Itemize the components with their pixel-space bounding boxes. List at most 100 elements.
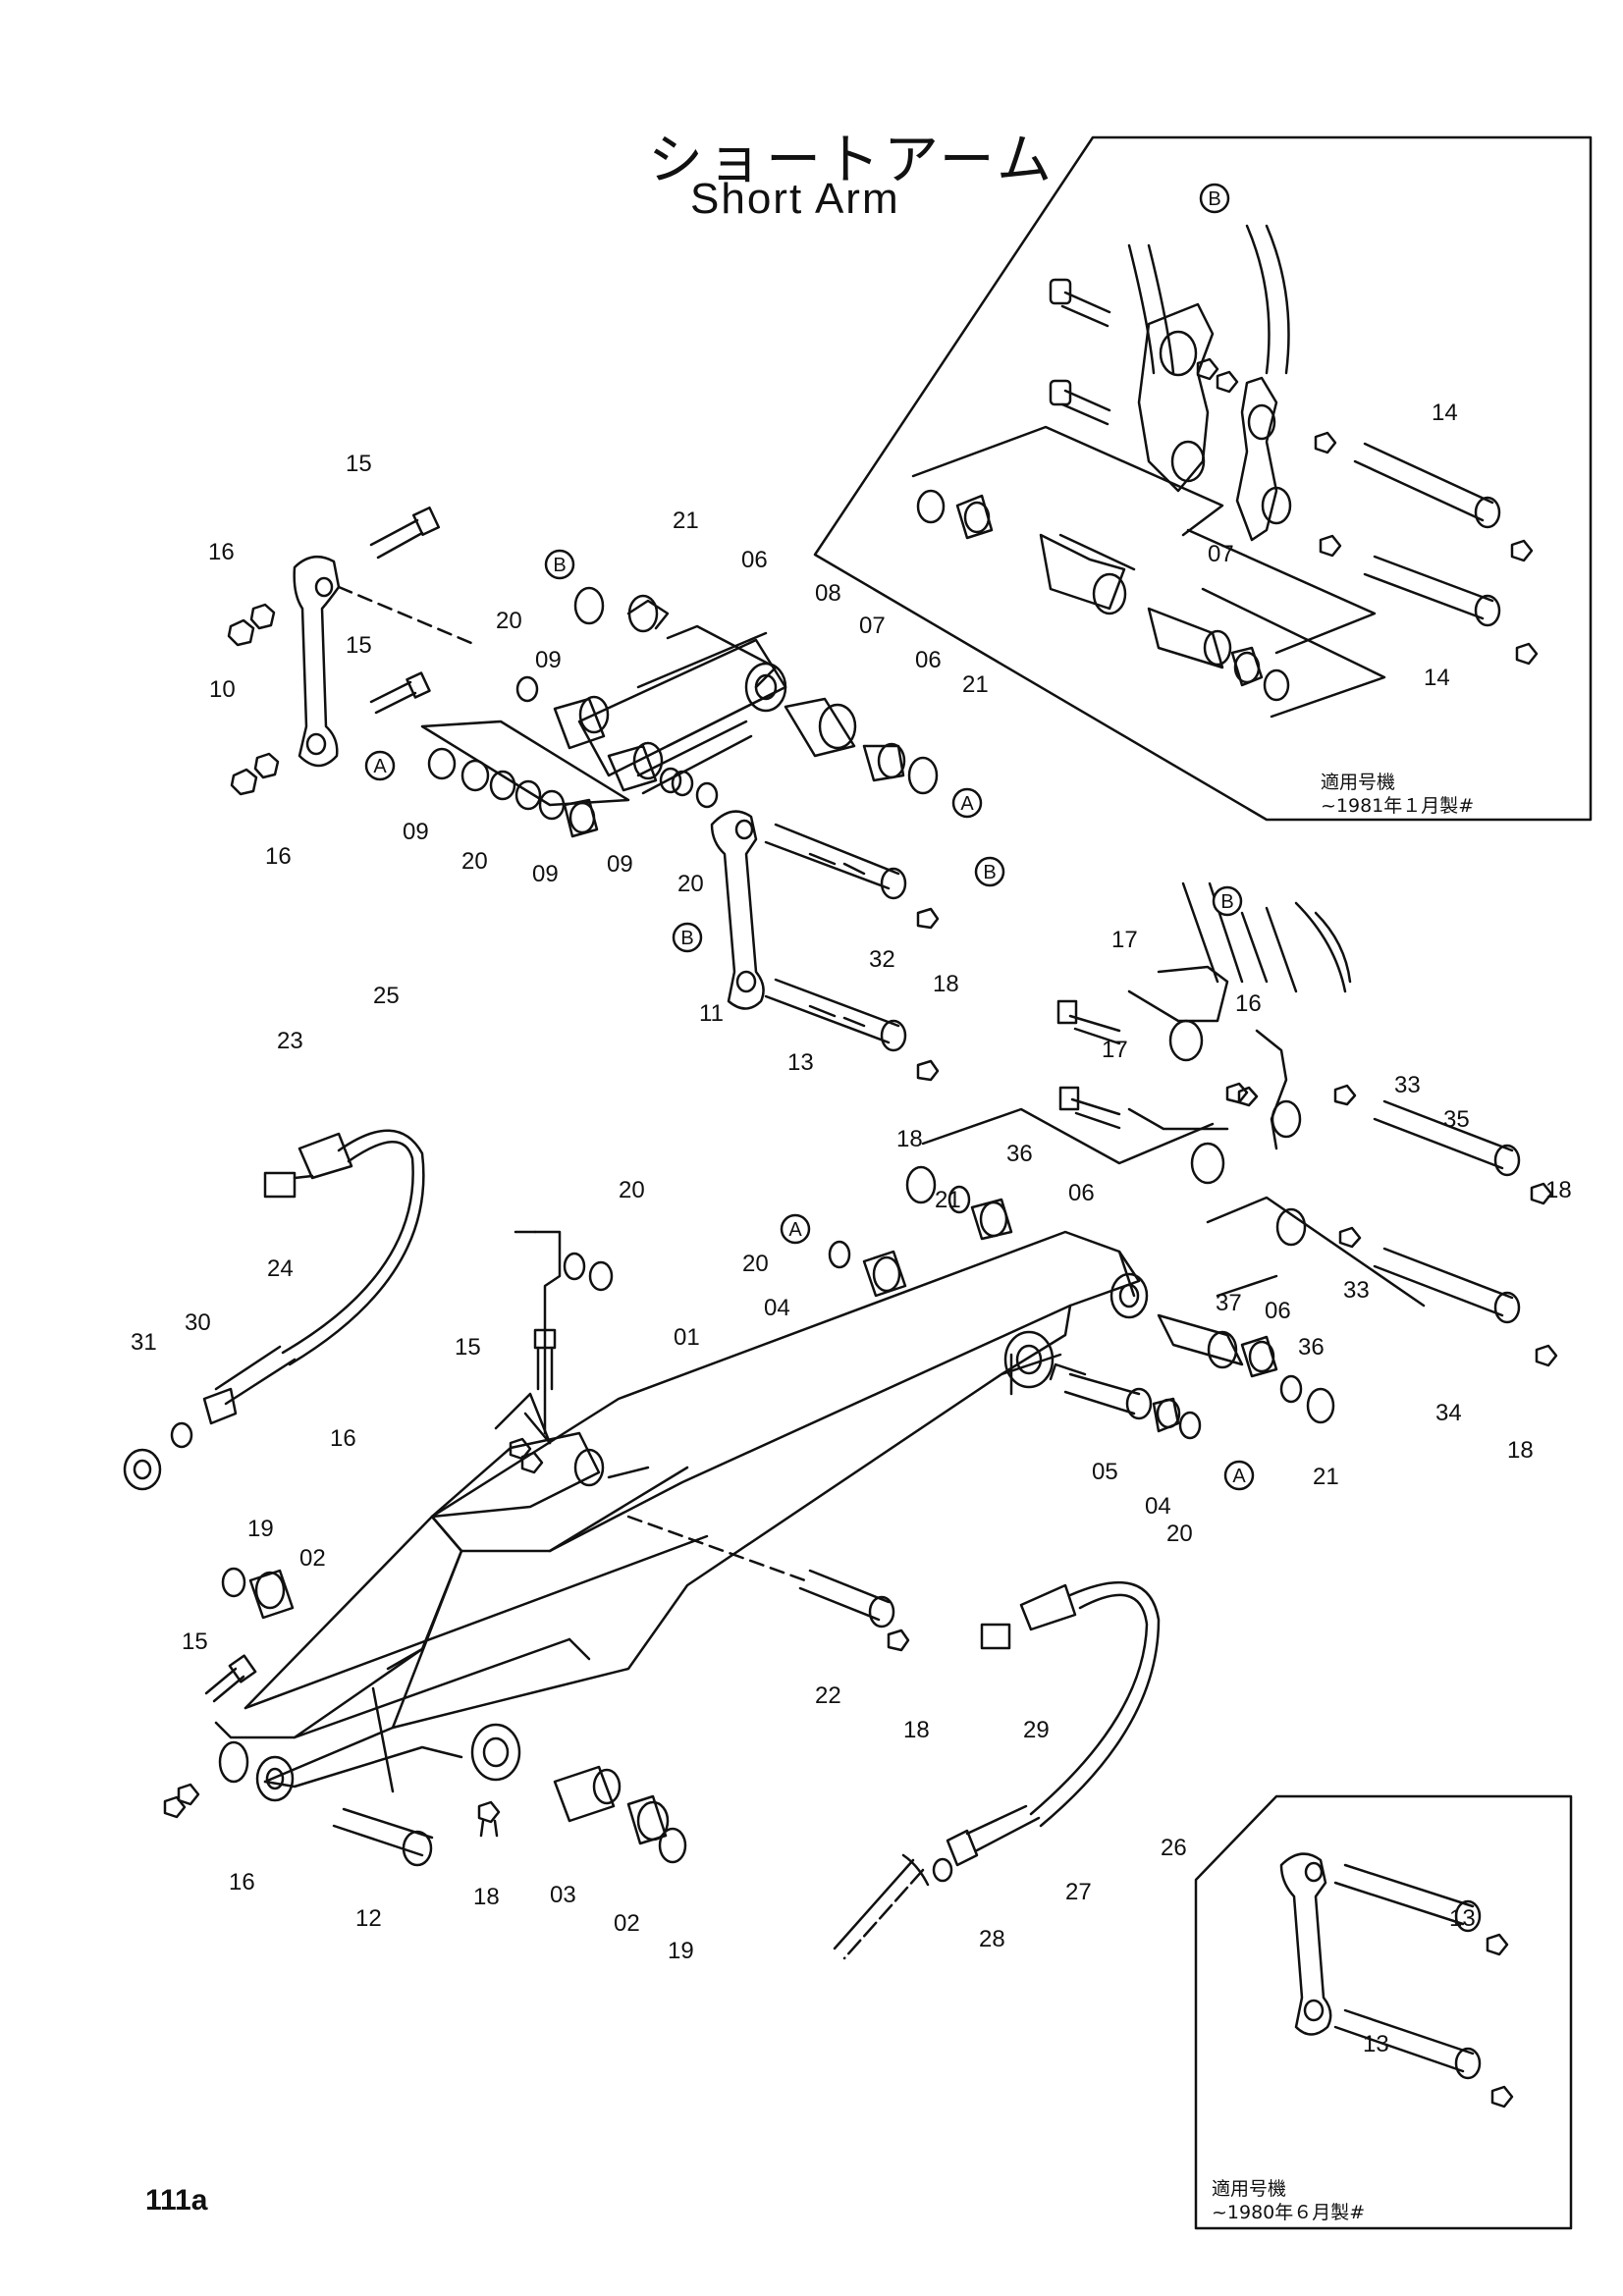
callout-06: 06 bbox=[1068, 1180, 1095, 1206]
callout-06: 06 bbox=[1265, 1298, 1291, 1324]
callout-16: 16 bbox=[229, 1869, 255, 1896]
ref-marker-B: B bbox=[1199, 183, 1230, 214]
ref-marker-B: B bbox=[1212, 885, 1243, 917]
inset-note-top: 適用号機 ~1981年１月製# bbox=[1321, 771, 1474, 818]
callout-20: 20 bbox=[742, 1251, 769, 1277]
callout-36: 36 bbox=[1298, 1334, 1325, 1361]
callout-20: 20 bbox=[461, 848, 488, 875]
ref-marker-A: A bbox=[951, 787, 983, 819]
callout-23: 23 bbox=[277, 1028, 303, 1054]
callout-13: 13 bbox=[787, 1049, 814, 1076]
callout-25: 25 bbox=[373, 983, 400, 1009]
inset-note-top-line1: 適用号機 bbox=[1321, 772, 1396, 793]
callout-21: 21 bbox=[935, 1187, 961, 1213]
link-08 bbox=[577, 624, 787, 795]
ref-marker-label: B bbox=[1208, 188, 1220, 210]
ref-marker-B: B bbox=[544, 549, 575, 580]
callout-07: 07 bbox=[859, 613, 886, 639]
bolt-15-a bbox=[369, 506, 441, 560]
callout-17: 17 bbox=[1102, 1037, 1128, 1063]
callout-18: 18 bbox=[1507, 1437, 1534, 1464]
callout-14: 14 bbox=[1432, 400, 1458, 426]
ref-marker-A: A bbox=[364, 750, 396, 781]
callout-02: 02 bbox=[299, 1545, 326, 1572]
callout-30: 30 bbox=[185, 1309, 211, 1336]
callout-11: 11 bbox=[699, 1000, 724, 1027]
ref-marker-label: A bbox=[960, 793, 974, 815]
ref-marker-label: A bbox=[373, 756, 387, 777]
callout-18: 18 bbox=[933, 971, 959, 997]
pin-13 bbox=[764, 978, 940, 1082]
callout-09: 09 bbox=[607, 851, 633, 878]
callout-16: 16 bbox=[265, 843, 292, 870]
inset-note-bottom: 適用号機 ~1980年６月製# bbox=[1212, 2177, 1365, 2224]
ref-marker-label: A bbox=[1232, 1466, 1246, 1487]
hose-24 bbox=[123, 1129, 425, 1491]
inset-frame-top bbox=[813, 135, 1593, 822]
callout-27: 27 bbox=[1065, 1879, 1092, 1905]
nuts-16-top bbox=[227, 603, 276, 647]
callout-18: 18 bbox=[1545, 1177, 1572, 1203]
callout-21: 21 bbox=[1313, 1464, 1339, 1490]
ref-marker-label: B bbox=[553, 555, 566, 576]
callout-20: 20 bbox=[496, 608, 522, 634]
callout-02: 02 bbox=[614, 1910, 640, 1937]
shim-stack bbox=[420, 720, 719, 838]
callout-26: 26 bbox=[1161, 1835, 1187, 1861]
callout-20: 20 bbox=[677, 871, 704, 897]
callout-31: 31 bbox=[131, 1329, 157, 1356]
callout-13: 13 bbox=[1363, 2031, 1389, 2057]
callout-19: 19 bbox=[247, 1516, 274, 1542]
callout-09: 09 bbox=[532, 861, 559, 887]
ref-marker-label: A bbox=[788, 1219, 802, 1241]
callout-19: 19 bbox=[668, 1938, 694, 1964]
callout-32: 32 bbox=[869, 946, 895, 973]
callout-15: 15 bbox=[455, 1334, 481, 1361]
callout-15: 15 bbox=[346, 632, 372, 659]
ref-marker-A: A bbox=[1223, 1460, 1255, 1491]
callout-07: 07 bbox=[1208, 541, 1234, 567]
callout-16: 16 bbox=[208, 539, 235, 565]
callout-18: 18 bbox=[473, 1884, 500, 1910]
ref-marker-label: B bbox=[680, 928, 693, 949]
callout-17: 17 bbox=[1111, 927, 1138, 953]
marker-layer: B A B A B B A A B bbox=[364, 183, 1255, 1491]
bushing-09 bbox=[515, 675, 682, 794]
title-english: Short Arm bbox=[690, 175, 900, 223]
callout-12: 12 bbox=[355, 1905, 382, 1932]
inset-top-content bbox=[911, 224, 1539, 719]
ref-marker-B: B bbox=[672, 922, 703, 953]
mid-right-group bbox=[921, 881, 1558, 1367]
callout-03: 03 bbox=[550, 1882, 576, 1908]
callout-28: 28 bbox=[979, 1926, 1005, 1952]
callout-24: 24 bbox=[267, 1255, 294, 1282]
callout-15: 15 bbox=[182, 1629, 208, 1655]
hose-26 bbox=[833, 1580, 1161, 1960]
page-number: 111a bbox=[145, 2184, 208, 2216]
ref-marker-A: A bbox=[780, 1213, 811, 1245]
callout-37: 37 bbox=[1216, 1290, 1242, 1316]
inset-note-bottom-line2: ~1980年６月製# bbox=[1212, 2202, 1366, 2223]
callout-10: 10 bbox=[209, 676, 236, 703]
callout-09: 09 bbox=[535, 647, 562, 673]
callout-36: 36 bbox=[1006, 1141, 1033, 1167]
callout-04: 04 bbox=[764, 1295, 790, 1321]
ref-marker-label: B bbox=[983, 862, 996, 883]
inset-frame-bottom bbox=[1194, 1794, 1573, 2230]
inset-bottom-content bbox=[1279, 1852, 1514, 2109]
callout-14: 14 bbox=[1424, 665, 1450, 691]
ref-marker-B: B bbox=[974, 856, 1005, 887]
bolt-15-b bbox=[369, 671, 431, 715]
callout-21: 21 bbox=[673, 507, 699, 534]
inset-note-top-line2: ~1981年１月製# bbox=[1321, 795, 1475, 817]
callout-33: 33 bbox=[1394, 1072, 1421, 1098]
callout-08: 08 bbox=[815, 580, 841, 607]
callout-01: 01 bbox=[674, 1324, 700, 1351]
pin-32 bbox=[764, 823, 940, 930]
callout-22: 22 bbox=[815, 1682, 841, 1709]
title-japanese: ショートアーム bbox=[648, 129, 1055, 192]
callout-05: 05 bbox=[1092, 1459, 1118, 1485]
